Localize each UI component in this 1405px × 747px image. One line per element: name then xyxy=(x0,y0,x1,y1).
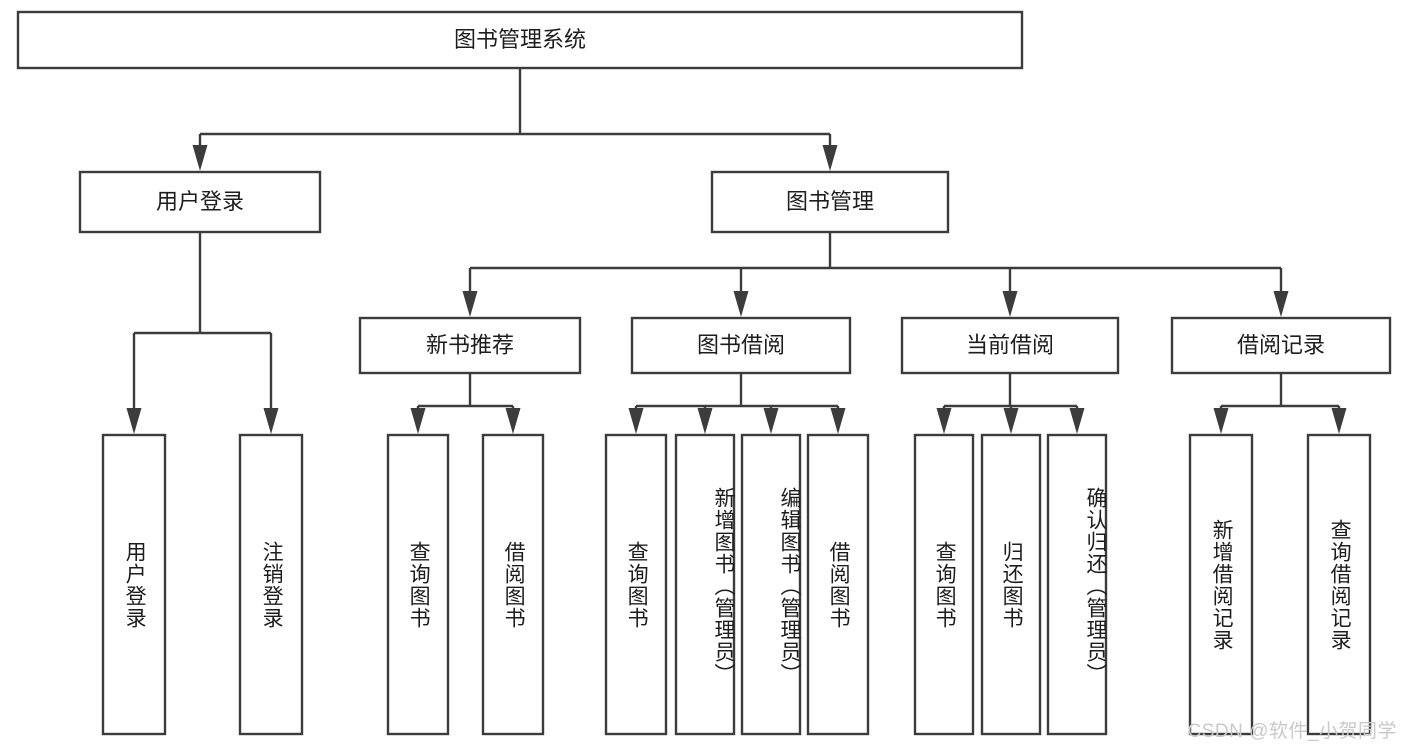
node-box-leaf-add-book[interactable] xyxy=(674,433,736,736)
connector-arrowhead xyxy=(505,408,521,434)
connector-arrowhead xyxy=(830,408,846,434)
node-box-leaf-user-login[interactable] xyxy=(101,433,167,736)
node-label-new-book-recommend: 新书推荐 xyxy=(426,332,514,357)
connector-arrowhead xyxy=(733,291,749,317)
node-box-borrow-record[interactable] xyxy=(1170,316,1392,375)
node-box-leaf-query-book-current[interactable] xyxy=(913,433,975,736)
node-box-leaf-query-book-borrow[interactable] xyxy=(604,433,668,736)
node-box-leaf-query-record[interactable] xyxy=(1306,433,1372,736)
node-box-leaf-borrow-book[interactable] xyxy=(806,433,870,736)
node-box-leaf-return-book[interactable] xyxy=(980,433,1042,736)
node-box-new-book-recommend[interactable] xyxy=(358,316,582,375)
connector-arrowhead xyxy=(628,408,644,434)
connector-arrowhead xyxy=(936,408,952,434)
node-box-user-login[interactable] xyxy=(78,170,322,234)
node-box-book-borrow[interactable] xyxy=(630,316,852,375)
connector-arrowhead xyxy=(1213,408,1229,434)
node-box-leaf-query-book-new[interactable] xyxy=(386,433,450,736)
node-box-current-borrow[interactable] xyxy=(900,316,1120,375)
connector-arrowhead xyxy=(192,145,208,171)
connector-arrowhead xyxy=(1331,408,1347,434)
node-box-leaf-add-record[interactable] xyxy=(1188,433,1254,736)
node-label-borrow-record: 借阅记录 xyxy=(1237,332,1325,357)
connector-arrowhead xyxy=(263,408,279,434)
node-box-leaf-edit-book[interactable] xyxy=(740,433,802,736)
connector-arrowhead xyxy=(1069,408,1085,434)
node-label-current-borrow: 当前借阅 xyxy=(966,332,1054,357)
connector-arrowhead xyxy=(697,408,713,434)
connector-arrowhead xyxy=(410,408,426,434)
connector-arrowhead xyxy=(763,408,779,434)
connector-arrowhead xyxy=(822,145,838,171)
node-box-leaf-borrow-book-new[interactable] xyxy=(481,433,545,736)
connectors-layer xyxy=(126,68,1347,434)
connector-arrowhead xyxy=(462,291,478,317)
node-box-leaf-logout[interactable] xyxy=(238,433,304,736)
node-box-book-manage[interactable] xyxy=(710,170,950,234)
node-box-root[interactable] xyxy=(16,10,1024,70)
connector-arrowhead xyxy=(1273,291,1289,317)
connector-arrowhead xyxy=(126,408,142,434)
node-label-book-manage: 图书管理 xyxy=(786,189,874,214)
node-label-user-login: 用户登录 xyxy=(156,189,244,214)
node-label-book-borrow: 图书借阅 xyxy=(697,332,785,357)
connector-arrowhead xyxy=(1003,408,1019,434)
node-box-leaf-confirm-return[interactable] xyxy=(1046,433,1108,736)
node-label-root: 图书管理系统 xyxy=(454,27,586,52)
node-boxes-layer xyxy=(16,10,1392,736)
connector-arrowhead xyxy=(1002,291,1018,317)
